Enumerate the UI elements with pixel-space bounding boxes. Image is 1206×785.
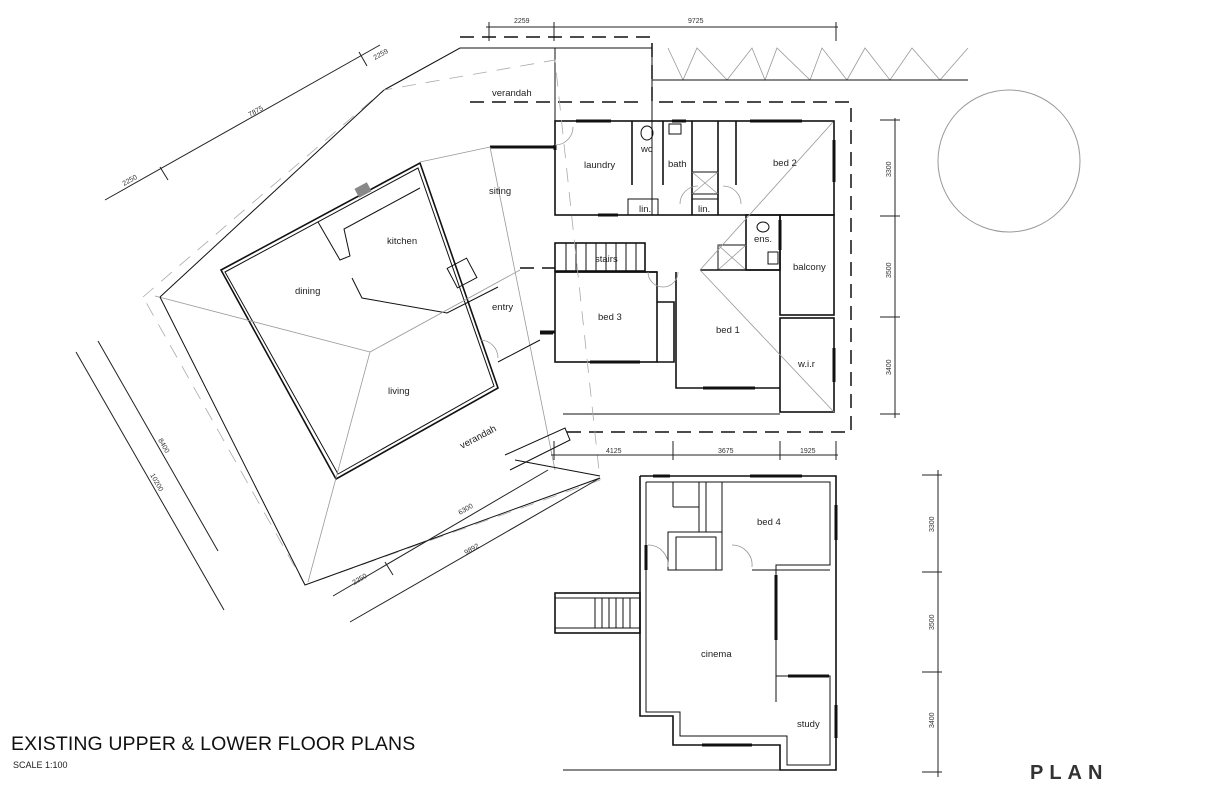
svg-text:4125: 4125 [606,448,622,455]
top-left-diagonal-dimension: 2250 7875 2259 [104,44,390,201]
upper-bottom-dimension: 4125 3675 1925 [551,441,838,460]
upper-right-dimension: 3300 3500 3400 [880,118,900,418]
svg-text:2259: 2259 [373,48,390,62]
drawing-scale: SCALE 1:100 [13,760,68,770]
lower-right-dimension: 3300 3500 3400 [922,470,942,777]
room-verandah-bottom: verandah [458,423,498,451]
room-laundry: laundry [584,160,615,171]
fence [652,47,969,82]
upper-stairs [520,242,646,272]
svg-text:2250: 2250 [352,573,369,587]
room-kitchen: kitchen [387,236,417,247]
drawing-title: EXISTING UPPER & LOWER FLOOR PLANS [11,733,416,755]
room-balcony: balcony [793,262,826,273]
room-bed4: bed 4 [757,517,781,528]
svg-text:7875: 7875 [248,105,265,119]
lower-stairs [554,592,641,634]
svg-text:3300: 3300 [929,516,936,532]
svg-text:3400: 3400 [929,712,936,728]
svg-text:3500: 3500 [929,614,936,630]
top-dimension: 2259 9725 [486,18,838,41]
room-cinema: cinema [701,649,732,660]
bedroom-walls [540,121,835,415]
room-bed1: bed 1 [716,325,740,336]
svg-text:9725: 9725 [688,18,704,25]
room-entry: entry [492,302,513,313]
room-bed2: bed 2 [773,158,797,169]
room-bed3: bed 3 [598,312,622,323]
rotated-house-section [142,59,601,586]
room-siting: siting [489,186,511,197]
room-lin-1: lin. [639,204,651,215]
middle-walls [717,214,836,413]
svg-text:9892: 9892 [464,543,481,557]
room-wir: w.i.r [797,359,815,370]
svg-text:3300: 3300 [886,161,893,177]
lower-floor-walls [563,474,838,771]
upper-block-walls [490,119,836,217]
room-wc: wc [640,144,653,155]
svg-text:3500: 3500 [886,262,893,278]
svg-text:3675: 3675 [718,448,734,455]
room-lin-2: lin. [698,204,710,215]
room-bath: bath [668,159,687,170]
company-logo: PLAN [1030,762,1109,784]
room-verandah-top: verandah [492,88,532,99]
room-dining: dining [295,286,320,297]
svg-text:2259: 2259 [514,18,530,25]
svg-text:1925: 1925 [800,448,816,455]
left-diagonal-dimension: 8400 10200 [75,340,225,611]
room-study: study [797,719,820,730]
room-stairs: stairs [595,254,618,265]
room-ens: ens. [754,234,772,245]
room-living: living [388,386,410,397]
tree-circle [937,89,1081,233]
svg-text:3400: 3400 [886,359,893,375]
